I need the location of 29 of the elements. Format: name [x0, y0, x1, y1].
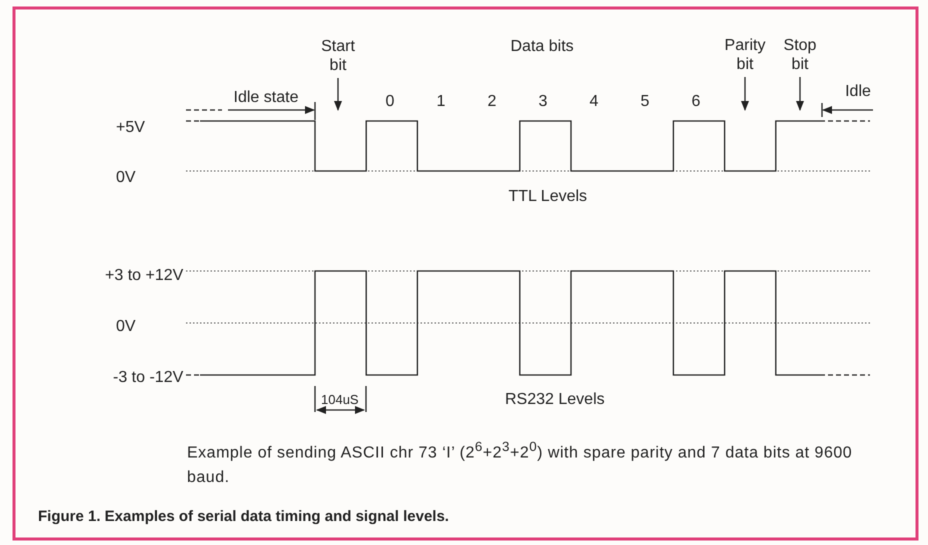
- bit-number: 1: [436, 92, 446, 111]
- annotation-label: Idle: [843, 82, 873, 101]
- voltage-label: 0V: [116, 317, 136, 336]
- dimension-label: 104uS: [321, 391, 359, 409]
- annotation-label: Parity bit: [718, 36, 772, 74]
- leader-arrow: [822, 106, 873, 114]
- leader-arrow: [796, 77, 804, 111]
- voltage-label: -3 to -12V: [113, 368, 184, 387]
- leader-arrow: [228, 106, 315, 114]
- leader-arrow: [741, 77, 749, 111]
- bit-number: 2: [488, 92, 496, 111]
- note-text: Example of sending ASCII chr 73 ‘I’ (2$^{6}$+2$^{3}$+2$^{0}$) with spare parity and 7 data bits at 9600 baud.: [187, 438, 854, 488]
- bit-number: 3: [538, 92, 548, 111]
- figure-caption: Figure 1. Examples of serial data timing and signal levels.: [38, 507, 449, 526]
- voltage-label: 0V: [116, 168, 136, 187]
- bit-number: 0: [386, 92, 394, 111]
- bit-number: 4: [590, 92, 598, 111]
- annotation-label: Idle state: [228, 88, 304, 107]
- leader-arrow: [334, 78, 342, 111]
- bit-number: 5: [640, 92, 650, 111]
- bit-number: 6: [692, 92, 700, 111]
- annotation-label: Stop bit: [775, 36, 825, 74]
- group-label: Data bits: [510, 37, 574, 56]
- waveform-title: TTL Levels: [508, 187, 588, 206]
- waveform-title: RS232 Levels: [505, 390, 605, 409]
- annotation-label: Start bit: [313, 37, 363, 75]
- ttl-waveform: [185, 120, 871, 172]
- voltage-label: +5V: [116, 118, 145, 137]
- voltage-label: +3 to +12V: [105, 266, 184, 285]
